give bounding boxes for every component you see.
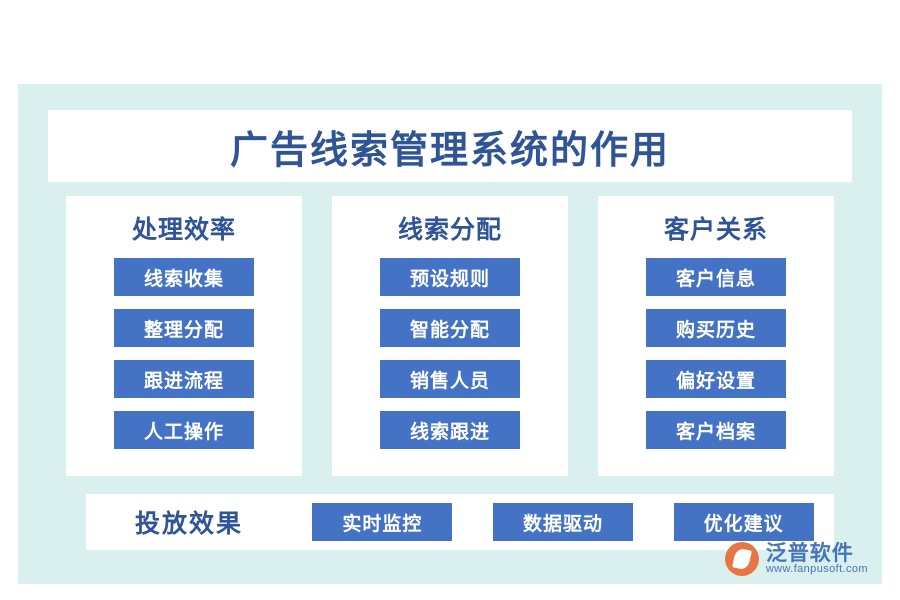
columns-container: 处理效率 线索收集 整理分配 跟进流程 人工操作 线索分配 预设规则 智能分配 … xyxy=(66,196,834,476)
title-bar: 广告线索管理系统的作用 xyxy=(48,110,852,182)
column-card-2: 线索分配 预设规则 智能分配 销售人员 线索跟进 xyxy=(332,196,568,476)
brand-logo-icon xyxy=(724,542,759,576)
column-card-3: 客户关系 客户信息 购买历史 偏好设置 客户档案 xyxy=(598,196,834,476)
column-card-1: 处理效率 线索收集 整理分配 跟进流程 人工操作 xyxy=(66,196,302,476)
brand-name: 泛普软件 xyxy=(765,541,854,566)
chip-2-4[interactable]: 线索跟进 xyxy=(380,411,520,449)
chip-3-3[interactable]: 偏好设置 xyxy=(646,360,786,398)
chip-1-3[interactable]: 跟进流程 xyxy=(114,360,254,398)
column-heading-2: 线索分配 xyxy=(397,217,502,244)
column-heading-1: 处理效率 xyxy=(131,217,236,244)
column-heading-3: 客户关系 xyxy=(663,217,768,244)
chip-3-1[interactable]: 客户信息 xyxy=(646,258,786,296)
bottom-heading: 投放效果 xyxy=(134,511,243,538)
chip-3-4[interactable]: 客户档案 xyxy=(646,411,786,449)
bottom-chips: 实时监控 数据驱动 优化建议 xyxy=(292,503,834,541)
bottom-chip-1[interactable]: 实时监控 xyxy=(312,503,453,541)
chip-3-2[interactable]: 购买历史 xyxy=(646,309,786,347)
bottom-chip-3[interactable]: 优化建议 xyxy=(673,503,814,541)
bottom-bar: 投放效果 实时监控 数据驱动 优化建议 xyxy=(86,494,834,550)
watermark-text: 泛普软件 www.fanpusoft.com xyxy=(766,542,868,576)
chip-2-1[interactable]: 预设规则 xyxy=(380,258,520,296)
watermark: 泛普软件 www.fanpusoft.com xyxy=(724,542,868,576)
brand-url: www.fanpusoft.com xyxy=(765,563,868,576)
chip-1-2[interactable]: 整理分配 xyxy=(114,309,254,347)
chip-1-1[interactable]: 线索收集 xyxy=(114,258,254,296)
chip-2-2[interactable]: 智能分配 xyxy=(380,309,520,347)
outer-panel: 广告线索管理系统的作用 处理效率 线索收集 整理分配 跟进流程 人工操作 线索分… xyxy=(18,84,882,584)
bottom-chip-2[interactable]: 数据驱动 xyxy=(492,503,633,541)
chip-2-3[interactable]: 销售人员 xyxy=(380,360,520,398)
chip-1-4[interactable]: 人工操作 xyxy=(114,411,254,449)
page-title: 广告线索管理系统的作用 xyxy=(229,129,670,172)
